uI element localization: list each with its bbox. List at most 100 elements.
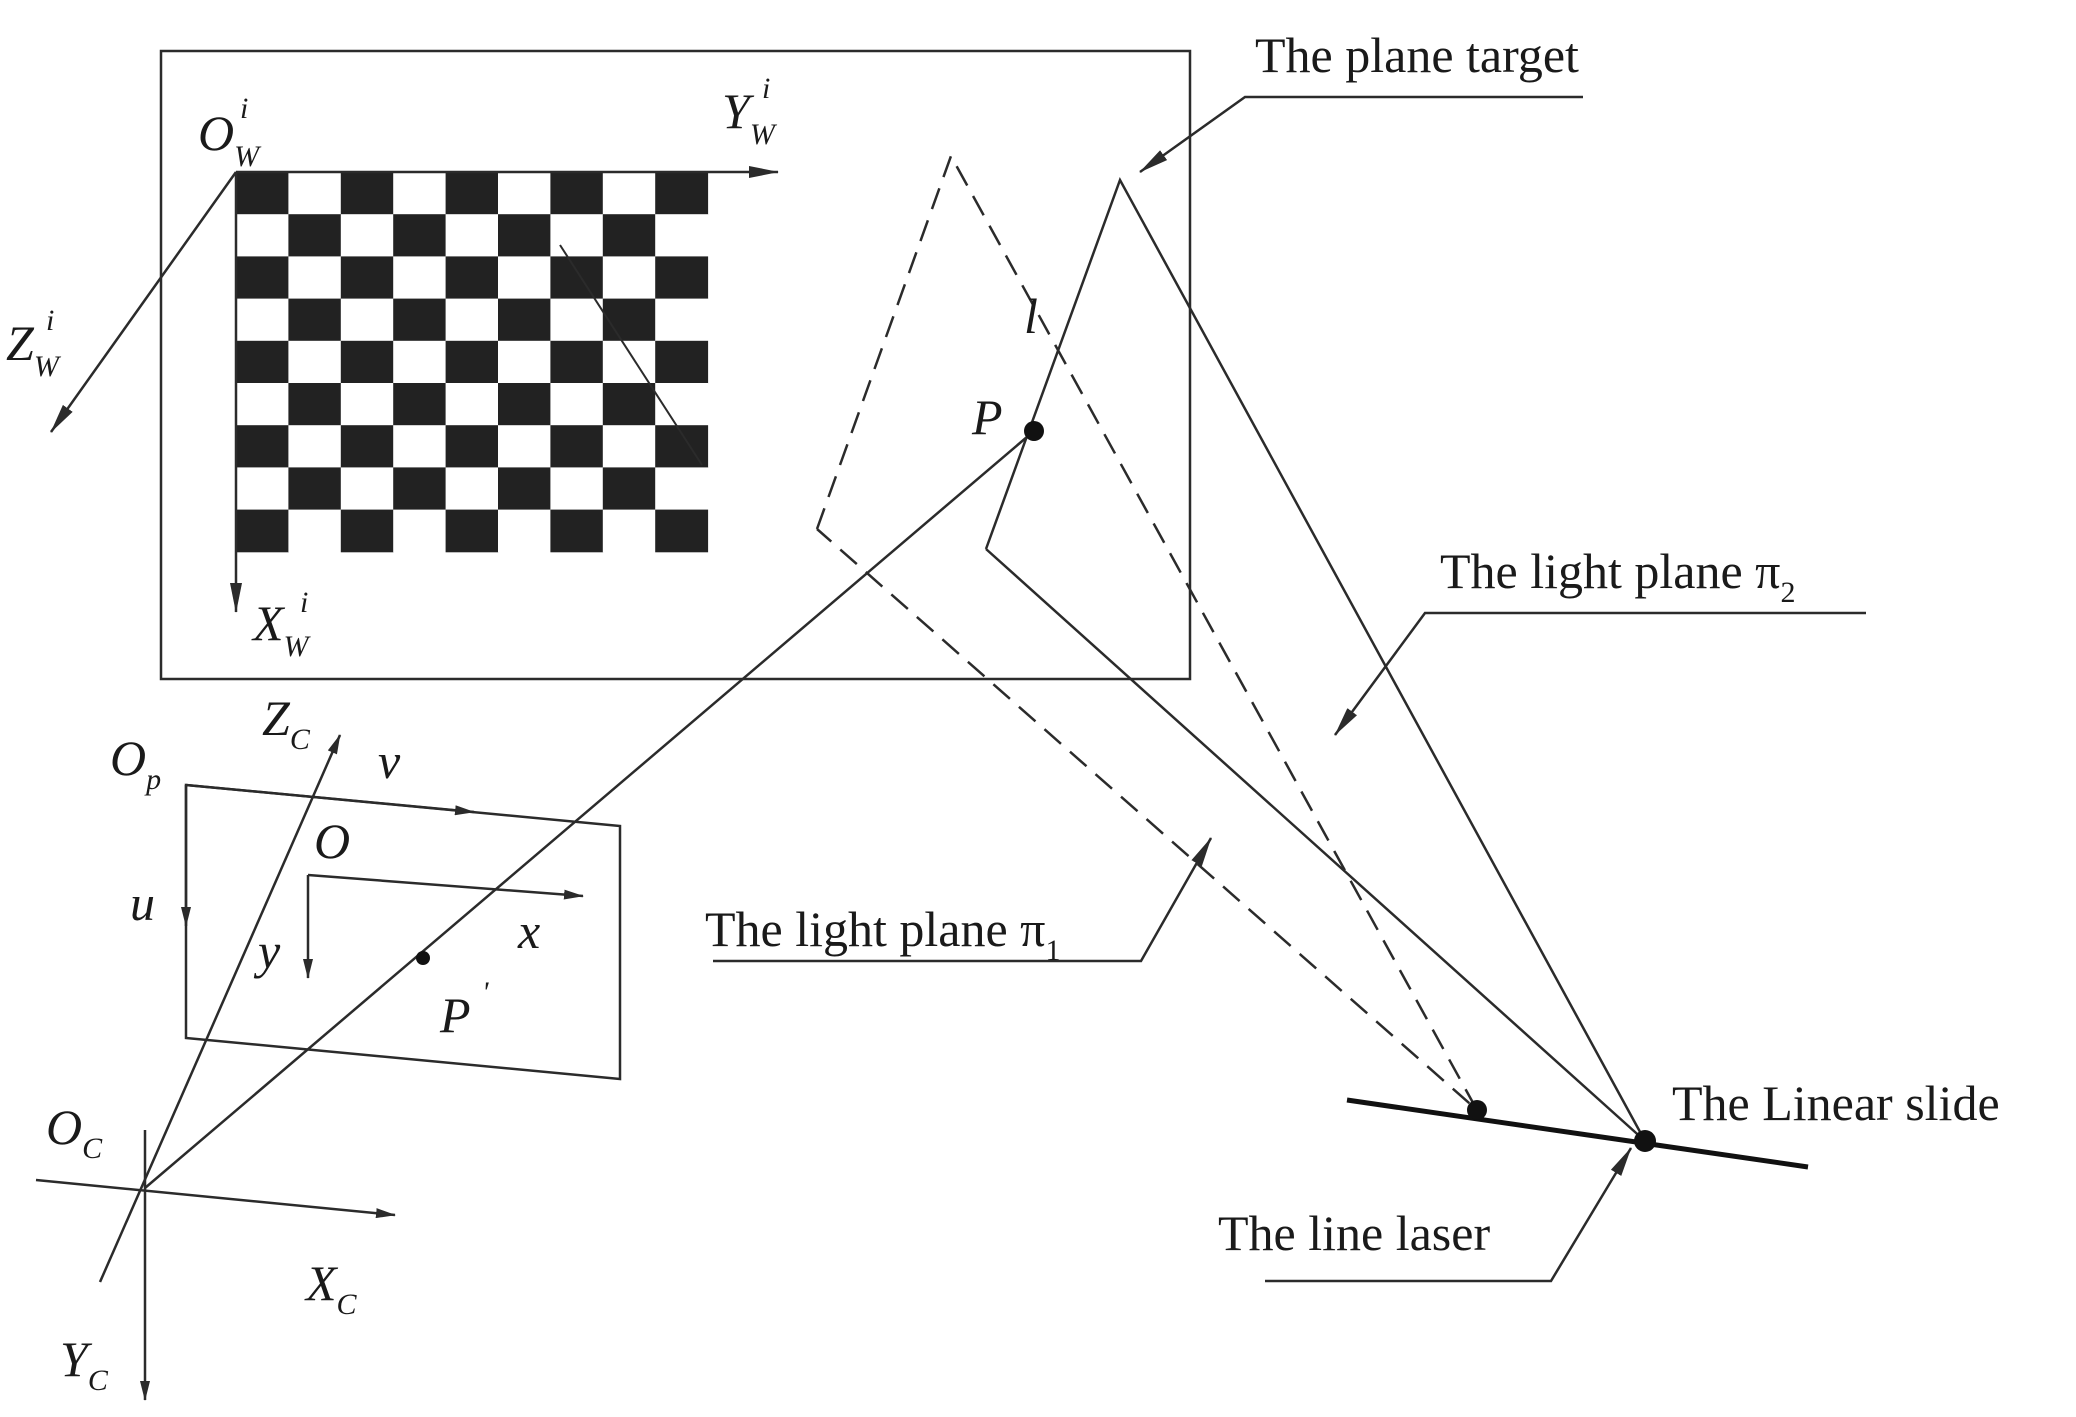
checker-square — [236, 298, 289, 342]
camera-z-axis — [98, 734, 342, 1283]
camera-y-label: YC — [60, 1331, 109, 1397]
checkerboard — [236, 172, 709, 553]
checker-square — [602, 467, 656, 511]
world-x-label: XW — [251, 595, 312, 663]
world-origin-sup: i — [240, 92, 248, 125]
point-p-prime-label: P — [439, 987, 471, 1043]
checker-square — [550, 172, 604, 215]
checker-square — [340, 425, 394, 468]
checker-square — [393, 425, 447, 468]
checker-square — [445, 298, 499, 342]
checker-square — [445, 425, 499, 468]
image-plane — [184, 783, 622, 1081]
point-p-prime — [416, 951, 430, 965]
linear-slide-label: The Linear slide — [1672, 1075, 2000, 1131]
image-o-label: O — [314, 813, 350, 869]
checker-square — [393, 467, 447, 511]
world-y-sup: i — [762, 72, 770, 105]
camera-z-label: ZC — [262, 690, 311, 756]
checker-square — [340, 256, 394, 300]
checker-square — [340, 509, 394, 553]
checker-square — [236, 383, 289, 426]
checker-square — [498, 172, 551, 215]
checker-square — [445, 214, 499, 257]
checker-square — [445, 256, 499, 300]
checker-square — [288, 509, 342, 553]
checker-square — [393, 298, 447, 342]
checker-square — [550, 214, 604, 257]
checker-square — [288, 172, 342, 215]
checker-square — [602, 298, 656, 342]
projection-ray — [144, 430, 1035, 1189]
checker-square — [498, 256, 551, 300]
checker-square — [602, 214, 656, 257]
laser-position-2 — [1634, 1130, 1656, 1152]
image-u-label: u — [130, 875, 155, 931]
checker-square — [340, 467, 394, 511]
checker-square — [340, 340, 394, 384]
light-plane-1-label: The light plane π1 — [705, 901, 1060, 967]
checker-square — [498, 509, 551, 553]
checker-square — [550, 298, 604, 342]
light-plane-1-leader — [713, 837, 1213, 963]
checker-square — [655, 298, 709, 342]
light-plane-1-outline — [815, 152, 1479, 1111]
checker-square — [340, 214, 394, 257]
laser-position-1 — [1467, 1100, 1487, 1120]
camera-x-axis — [35, 1178, 396, 1219]
point-p-prime-sup: ' — [482, 976, 489, 1009]
checker-square — [498, 383, 551, 426]
checker-square — [602, 340, 656, 384]
checker-square — [393, 340, 447, 384]
checker-square — [655, 214, 709, 257]
checker-square — [236, 172, 289, 215]
checker-square — [445, 172, 499, 215]
checkerboard-diagonal-line — [559, 244, 703, 466]
image-y-label: y — [253, 923, 281, 979]
checker-square — [288, 298, 342, 342]
checker-square — [550, 509, 604, 553]
checker-square — [550, 256, 604, 300]
light-plane-2-outline — [984, 176, 1647, 1142]
checker-square — [393, 172, 447, 215]
world-z-label: ZW — [6, 315, 62, 383]
checker-square — [236, 425, 289, 468]
checker-square — [655, 340, 709, 384]
checker-square — [602, 256, 656, 300]
camera-origin-label: OC — [46, 1099, 103, 1165]
checker-square — [288, 214, 342, 257]
image-v-label: v — [378, 733, 401, 789]
checker-square — [655, 256, 709, 300]
checker-square — [550, 467, 604, 511]
world-origin-label: OW — [198, 105, 262, 173]
plane-target-leader — [1139, 95, 1583, 174]
checker-square — [602, 509, 656, 553]
checker-square — [340, 383, 394, 426]
checker-square — [236, 340, 289, 384]
checker-square — [236, 509, 289, 553]
point-p-label: P — [971, 389, 1003, 445]
checker-square — [236, 256, 289, 300]
checker-square — [550, 340, 604, 384]
checker-square — [655, 172, 709, 215]
checker-square — [288, 340, 342, 384]
checker-square — [288, 383, 342, 426]
image-origin-op-label: Op — [110, 730, 161, 796]
image-x-label: x — [517, 903, 540, 959]
checker-square — [498, 467, 551, 511]
world-z-axis — [49, 171, 238, 433]
checker-square — [498, 298, 551, 342]
line-laser-leader — [1265, 1147, 1633, 1283]
checker-square — [498, 340, 551, 384]
light-plane-2-leader — [1333, 611, 1866, 736]
checker-square — [602, 383, 656, 426]
checker-square — [655, 509, 709, 553]
checker-square — [393, 383, 447, 426]
checker-square — [393, 509, 447, 553]
point-p — [1024, 421, 1044, 441]
checker-square — [445, 467, 499, 511]
checker-square — [445, 509, 499, 553]
world-x-sup: i — [300, 586, 308, 619]
image-v-axis — [185, 783, 475, 816]
